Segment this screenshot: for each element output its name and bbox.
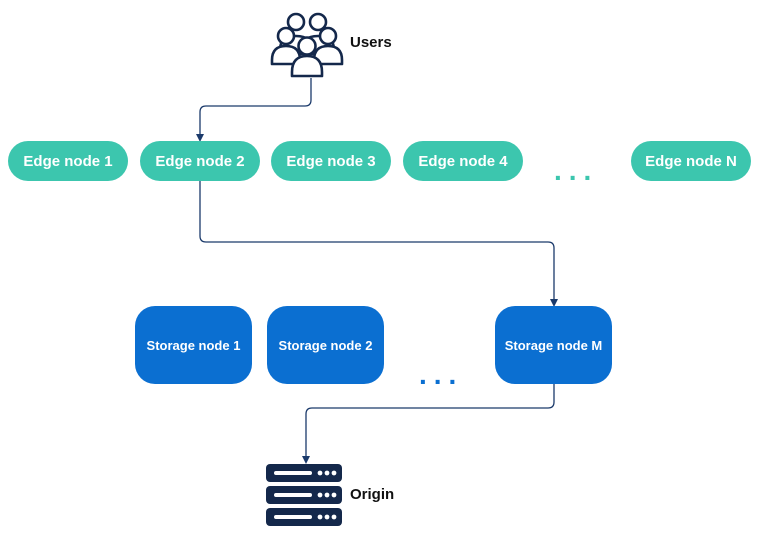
users-group-icon: [270, 12, 344, 78]
storage-ellipsis: ...: [419, 359, 464, 390]
edge-node-n: Edge node N: [631, 141, 751, 181]
edge-node-4: Edge node 4: [403, 141, 523, 181]
edge-node-1: Edge node 1: [8, 141, 128, 181]
storage-node-2: Storage node 2: [267, 306, 384, 384]
server-rack-icon: [266, 464, 342, 526]
connector-storage-m-to-origin: [302, 384, 555, 464]
storage-node-m: Storage node M: [495, 306, 612, 384]
origin-label: Origin: [350, 486, 395, 503]
edge-ellipsis: ...: [554, 155, 599, 186]
connector-users-to-edge-2: [196, 78, 312, 142]
users-label: Users: [350, 34, 392, 51]
edge-node-3: Edge node 3: [271, 141, 391, 181]
edge-node-2: Edge node 2: [140, 141, 260, 181]
connector-edge-2-to-storage-m: [199, 181, 558, 307]
storage-node-1: Storage node 1: [135, 306, 252, 384]
